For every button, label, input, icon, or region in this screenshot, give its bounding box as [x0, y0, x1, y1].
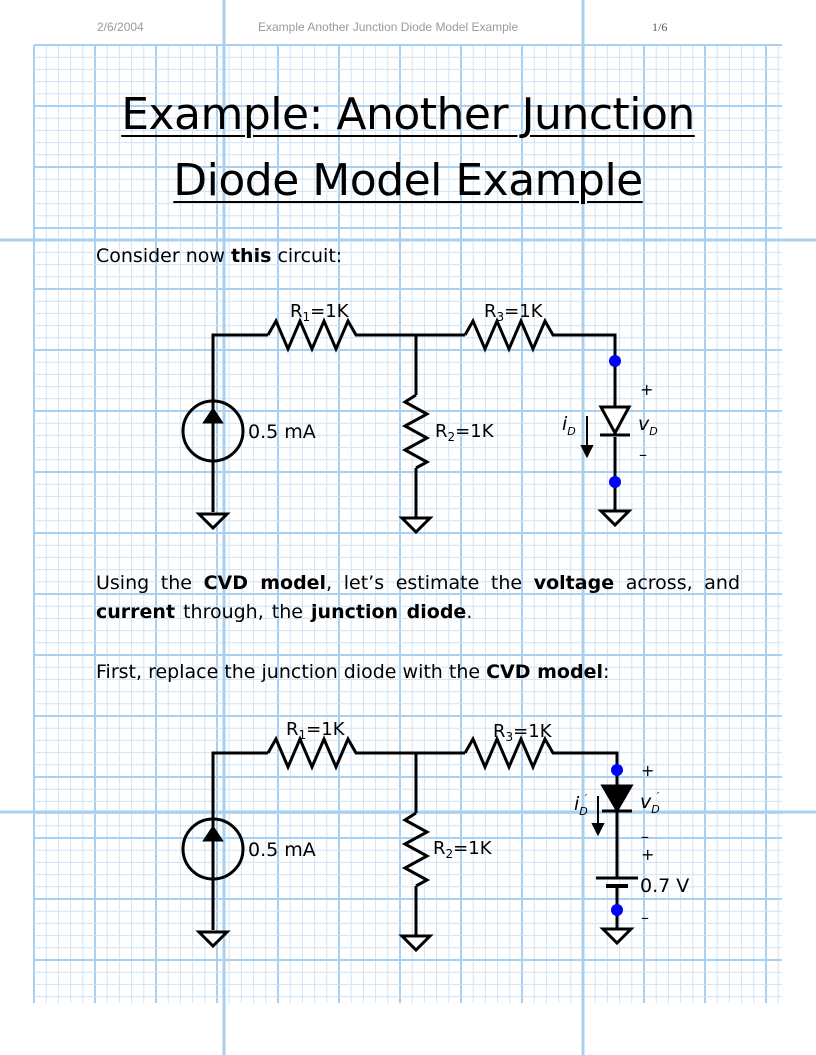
cvd-estimate-paragraph: Using the CVD model, let’s estimate the … — [96, 572, 741, 623]
circuit-2-label-source: 0.5 mA — [248, 839, 316, 861]
circuit-2-minus-bottom: – — [641, 908, 649, 927]
circuit-1-label-r3: R3=1K — [484, 301, 544, 324]
circuit-2-node-top — [611, 764, 623, 776]
header-page-number: 1/6 — [652, 20, 668, 34]
circuit-2-ideal-diode — [600, 784, 634, 813]
circuit-2-current-source — [181, 817, 245, 881]
circuit-2-label-id: iD′ — [574, 792, 588, 818]
circuit-1-node-top — [609, 355, 621, 367]
intro-paragraph: Consider now this circuit: — [96, 245, 343, 267]
circuit-2-label-vd: vD′ — [640, 790, 660, 816]
circuit-2-label-battery: 0.7 V — [640, 875, 689, 897]
circuit-1-plus-sign: + — [640, 380, 653, 399]
circuit-1-current-arrow — [580, 416, 594, 459]
circuit-2-plus-top: + — [641, 761, 654, 780]
circuit-1-ground-mid — [398, 516, 434, 535]
circuit-1-current-source — [181, 399, 245, 463]
circuit-2-label-r1: R1=1K — [286, 719, 346, 742]
circuit-1-label-source: 0.5 mA — [248, 421, 316, 443]
circuit-1-resistor-r3 — [463, 317, 559, 353]
circuit-1-label-vd: vD — [638, 413, 658, 438]
circuit-2-label-r2: R2=1K — [433, 838, 493, 861]
circuit-1-label-r1: R1=1K — [290, 301, 350, 324]
circuit-2-wires — [211, 751, 619, 935]
circuit-1-resistor-r1 — [266, 317, 362, 353]
circuit-1-diode — [598, 405, 632, 437]
circuit-2-node-bottom — [611, 904, 623, 916]
circuit-1-minus-sign: – — [639, 445, 647, 464]
circuit-2-ground-left — [195, 930, 231, 949]
circuit-2-current-arrow — [591, 796, 605, 837]
circuit-2-ground-mid — [398, 934, 434, 953]
circuit-2-resistor-r2 — [401, 811, 431, 888]
header-doc-title: Example Another Junction Diode Model Exa… — [258, 20, 519, 34]
circuit-2-battery — [596, 876, 638, 888]
circuit-1-ground-right — [597, 509, 633, 528]
circuit-2-resistor-r1 — [266, 735, 362, 771]
circuit-1-label-r2: R2=1K — [435, 421, 495, 444]
page-title-line1: Example: Another Junction — [121, 89, 695, 140]
replace-diode-paragraph: First, replace the junction diode with t… — [96, 661, 610, 683]
page-title-line2: Diode Model Example — [173, 155, 643, 206]
header-date: 2/6/2004 — [97, 20, 144, 34]
circuit-1-resistor-r2 — [401, 393, 431, 470]
circuit-1-node-bottom — [609, 476, 621, 488]
circuit-1-label-id: iD — [562, 413, 576, 438]
circuit-2-ground-right — [599, 927, 635, 946]
circuit-1-ground-left — [195, 512, 231, 531]
circuit-1-wires — [211, 333, 617, 517]
circuit-2-plus-mid: + — [641, 845, 654, 864]
circuit-2-label-r3: R3=1K — [493, 721, 553, 744]
circuit-2-resistor-r3 — [463, 735, 559, 771]
circuit-2-minus-mid: – — [641, 827, 649, 846]
